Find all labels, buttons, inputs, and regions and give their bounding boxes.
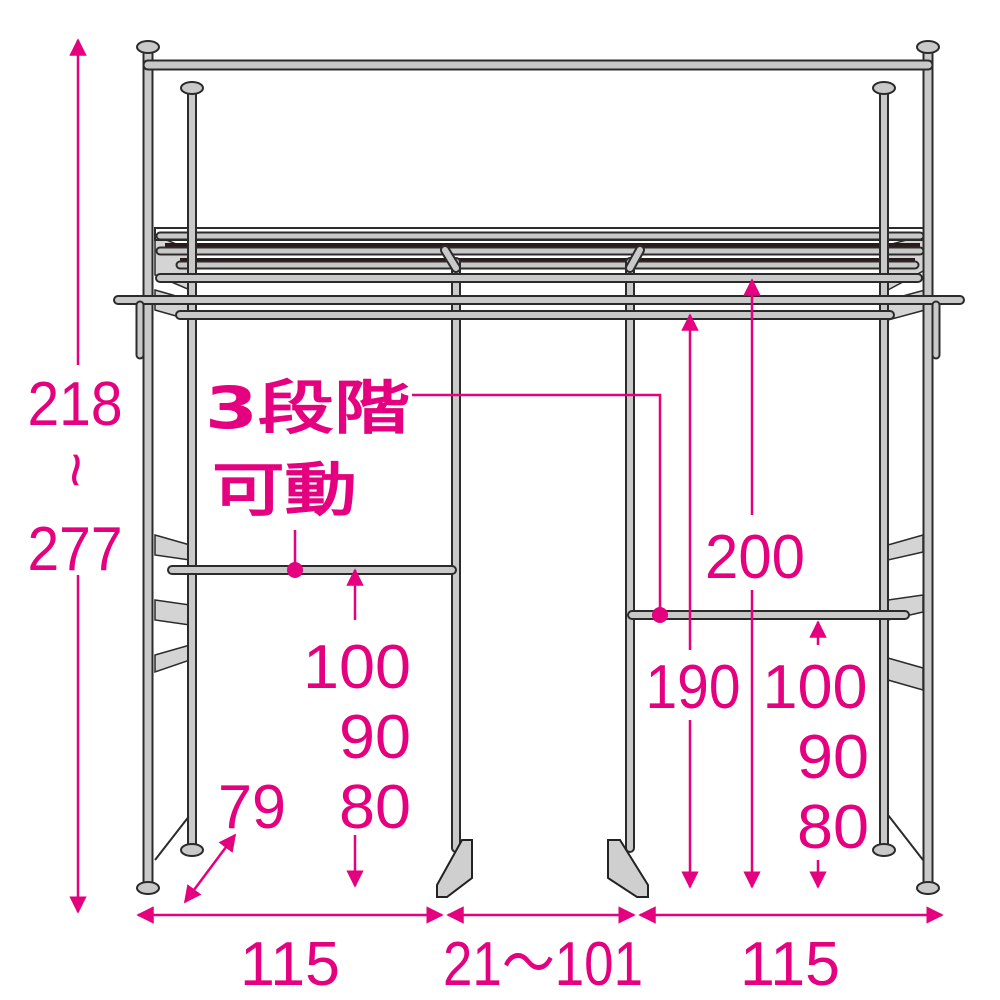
side-bracket [154,534,191,561]
height-200-label: 200 [705,523,805,592]
right-bar-height-90: 90 [797,723,869,792]
rack-frame [113,40,965,895]
brace-left [154,814,191,861]
pole-cap [136,881,160,895]
center-pole-left-joint-highlight [442,247,459,271]
side-bracket [154,599,191,626]
shelf-slat [165,243,920,248]
brace-right [887,814,924,861]
adjustable-note-line1: 3段階 [205,374,410,442]
depth-label: 79 [218,773,286,842]
pole-cap [180,81,204,95]
right-width-label: 115 [740,930,840,999]
total-height-min: 218 [28,370,123,439]
dimension-lines [69,38,944,924]
right-bar-height-80: 80 [797,793,869,862]
side-bracket [154,644,191,674]
left-width-label: 115 [240,930,340,999]
total-height-max: 277 [28,515,123,584]
middle-width-label: 21〜101 [443,930,643,999]
right-foot [607,839,649,898]
height-190-label: 190 [646,653,741,722]
left-bar-height-90: 90 [339,703,411,772]
range-symbol: ~ [41,452,110,488]
side-bracket [887,657,924,691]
pole-cap [136,40,160,54]
dimension-labels: 218 ~ 277 3段階 可動 100 90 80 79 200 190 10… [28,370,870,999]
pole-cap [916,881,940,895]
left-bar-height-100: 100 [303,633,411,702]
pole-cap [916,40,940,54]
pole-cap [872,843,896,857]
pole-cap [872,81,896,95]
adjustable-note-line2: 可動 [212,456,357,524]
feet [436,839,649,898]
right-bar-height-100: 100 [763,653,868,722]
adjustable-point-right [652,607,668,623]
pole-cap [180,843,204,857]
center-pole-right-joint-highlight [627,247,643,271]
left-foot [436,839,473,898]
callout-leader-right [412,393,662,615]
left-bar-height-80: 80 [339,773,411,842]
side-bracket [887,534,924,561]
depth-arrow [183,833,237,904]
adjustable-point-left [287,562,303,578]
